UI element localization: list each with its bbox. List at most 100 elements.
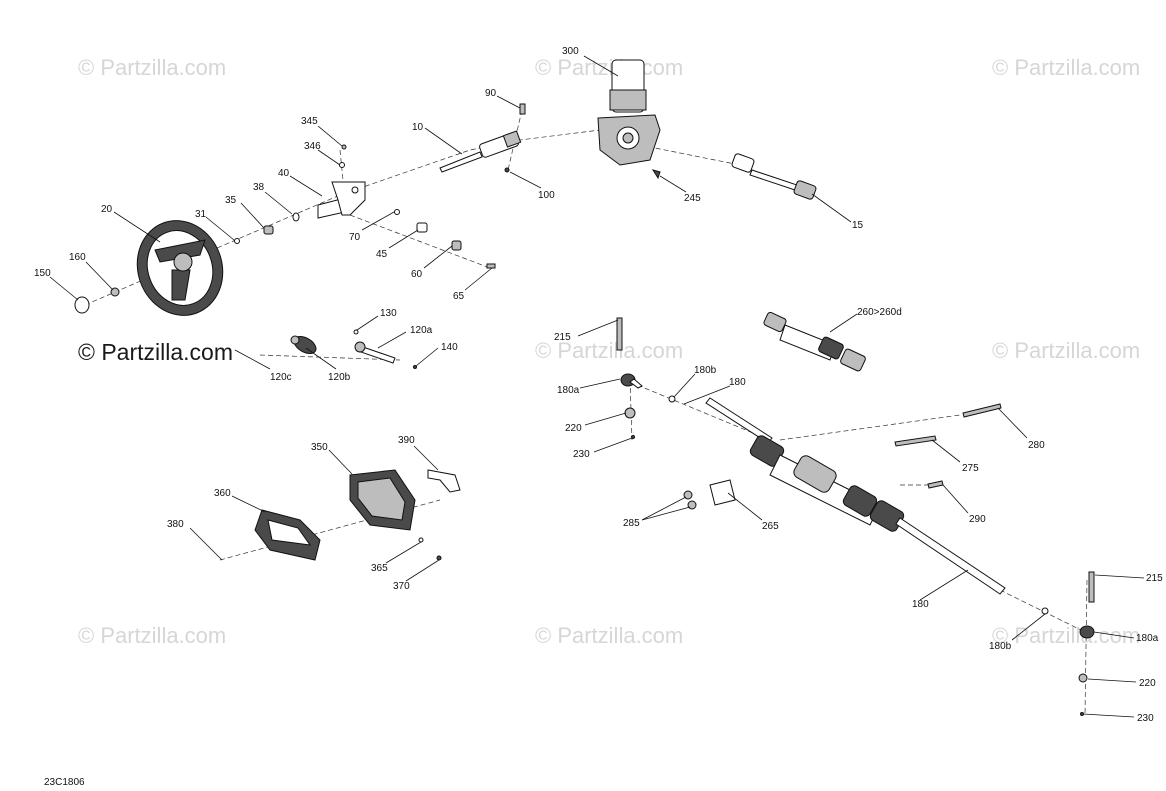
label-215-right: 215 — [1146, 573, 1163, 584]
label-380: 380 — [167, 519, 184, 530]
label-70: 70 — [349, 232, 361, 243]
rack-assembly-inset — [763, 311, 866, 372]
label-346: 346 — [304, 141, 321, 152]
label-180b-right: 180b — [989, 641, 1012, 652]
label-90: 90 — [485, 88, 497, 99]
watermark: © Partzilla.com — [78, 55, 226, 80]
column-bracket — [317, 181, 366, 219]
label-370: 370 — [393, 581, 410, 592]
bushing-45 — [416, 222, 428, 233]
intermediate-shaft — [439, 130, 522, 173]
bolt-280 — [962, 403, 1002, 418]
tie-rod-end-left — [616, 317, 643, 439]
label-31: 31 — [195, 209, 207, 220]
bolt-280-axis — [779, 414, 961, 441]
ring-38 — [292, 212, 300, 222]
nut-100 — [504, 167, 510, 173]
cover-axis — [219, 499, 441, 561]
label-265: 265 — [762, 521, 779, 532]
label-365: 365 — [371, 563, 388, 574]
nut-346 — [339, 162, 345, 168]
tie-rod-end-left-axis — [629, 379, 633, 441]
label-230-left: 230 — [573, 449, 590, 460]
screw-370 — [436, 555, 442, 561]
label-150: 150 — [34, 268, 51, 279]
label-35: 35 — [225, 195, 237, 206]
nut-365 — [418, 537, 424, 543]
label-290: 290 — [969, 514, 986, 525]
label-180-lower: 180 — [912, 599, 929, 610]
tie-rod-end-right-axis — [1084, 579, 1088, 716]
bolt-245 — [651, 169, 661, 180]
label-100: 100 — [538, 190, 555, 201]
plate-265 — [709, 479, 736, 506]
label-130: 130 — [380, 308, 397, 319]
label-140: 140 — [441, 342, 458, 353]
label-15: 15 — [852, 220, 864, 231]
power-steering-unit — [597, 59, 661, 166]
nut-130 — [353, 329, 359, 335]
label-350: 350 — [311, 442, 328, 453]
label-120b: 120b — [328, 372, 351, 383]
nut-285b — [687, 500, 697, 510]
cover-360 — [254, 509, 321, 561]
ball-joint-120a — [354, 341, 396, 364]
bolt-90-axis — [507, 109, 523, 171]
label-345: 345 — [301, 116, 318, 127]
nut-180b-right — [1041, 607, 1049, 615]
bolt-290 — [927, 480, 944, 489]
motor-output-axis — [639, 144, 741, 166]
watermark-prominent: © Partzilla.com — [78, 339, 233, 365]
ball-joint-axis — [259, 354, 401, 361]
spacer-60 — [451, 240, 462, 251]
label-285: 285 — [623, 518, 640, 529]
bolt-65 — [486, 263, 496, 269]
label-220-right: 220 — [1139, 678, 1156, 689]
watermark: © Partzilla.com — [992, 338, 1140, 363]
watermark: © Partzilla.com — [535, 55, 683, 80]
bolt-90 — [519, 103, 526, 115]
steering-column-axis — [84, 129, 601, 306]
parts — [74, 59, 1095, 716]
label-360: 360 — [214, 488, 231, 499]
bolt-345 — [341, 144, 347, 150]
label-38: 38 — [253, 182, 265, 193]
label-65: 65 — [453, 291, 465, 302]
label-180a-left: 180a — [557, 385, 580, 396]
label-230-right: 230 — [1137, 713, 1154, 724]
label-60: 60 — [411, 269, 423, 280]
watermark: © Partzilla.com — [535, 338, 683, 363]
label-40: 40 — [278, 168, 290, 179]
watermark: © Partzilla.com — [535, 623, 683, 648]
bolt-275 — [894, 435, 937, 447]
label-10: 10 — [412, 122, 424, 133]
bracket-390 — [427, 469, 461, 493]
leader-lines — [49, 55, 1145, 718]
watermark-layer: © Partzilla.com © Partzilla.com © Partzi… — [78, 55, 1140, 648]
label-180a-right: 180a — [1136, 633, 1159, 644]
bushing-35 — [263, 225, 274, 235]
stud-215-left — [616, 317, 623, 351]
cap-150 — [74, 296, 90, 314]
diagram-code: 23C1806 — [44, 777, 85, 788]
label-220-left: 220 — [565, 423, 582, 434]
steering-wheel — [136, 220, 224, 316]
watermark: © Partzilla.com — [78, 623, 226, 648]
pin-140 — [413, 365, 417, 369]
label-280: 280 — [1028, 440, 1045, 451]
tie-rod-left-axis — [629, 381, 771, 441]
label-390: 390 — [398, 435, 415, 446]
housing-350 — [349, 469, 416, 531]
label-245: 245 — [684, 193, 701, 204]
label-180-upper: 180 — [729, 377, 746, 388]
steering-rack — [705, 397, 1006, 595]
boot-120b — [290, 335, 317, 355]
label-120c: 120c — [270, 372, 292, 383]
label-45: 45 — [376, 249, 388, 260]
washer-31 — [234, 238, 240, 244]
label-20: 20 — [101, 204, 113, 215]
lower-shaft — [731, 153, 817, 200]
label-215-left: 215 — [554, 332, 571, 343]
watermark: © Partzilla.com — [992, 55, 1140, 80]
